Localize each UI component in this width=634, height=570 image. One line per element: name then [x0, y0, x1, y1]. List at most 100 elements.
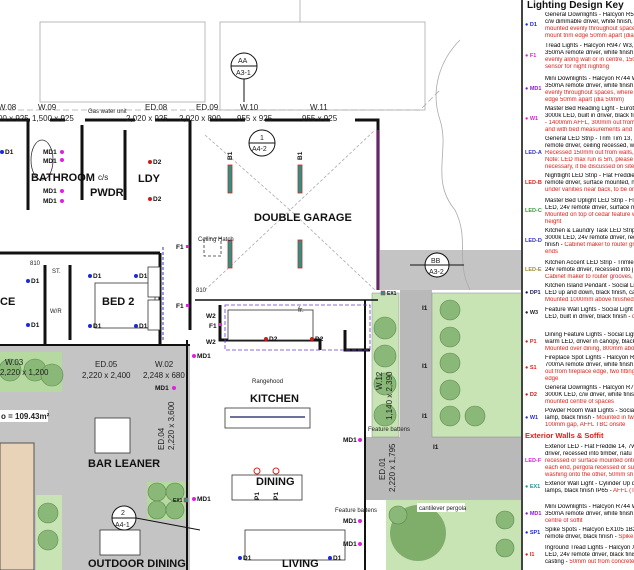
- key-note: Mounted in tw: [596, 415, 634, 421]
- room-bar-leaner: BAR LEANER: [88, 458, 160, 470]
- window-id: W.09: [38, 103, 57, 112]
- key-row: Kitchen Island Pendant - Social Li: [545, 283, 634, 290]
- key-symbol-icon: LED-E: [525, 266, 542, 273]
- key-symbol-icon: ● D1: [525, 22, 537, 28]
- room-double-garage: DOUBLE GARAGE: [254, 212, 352, 224]
- garage-lights: [227, 164, 303, 269]
- key-note: divided evenly on wall, TBC onsit: [632, 314, 634, 320]
- key-note: Mounted 1000mm above finished: [545, 297, 634, 303]
- cantilever-pergola-label: cantilever pergola: [419, 506, 467, 512]
- svg-text:D2: D2: [153, 196, 162, 203]
- area-label-box: [0, 410, 48, 422]
- window-id: ED.05: [95, 360, 118, 369]
- key-row: LED, built in driver, black finish - div…: [545, 314, 634, 321]
- svg-text:AA: AA: [238, 58, 248, 65]
- key-row: Kitchen Accent LED Strip - Trimle: [545, 260, 634, 267]
- key-line: LED up and down, black finish, ca: [545, 290, 634, 296]
- window-size: 955 x 925: [302, 114, 338, 123]
- svg-text:EX1: EX1: [173, 498, 183, 504]
- room-bed-2: BED 2: [102, 296, 134, 308]
- key-line: General Downlights - Halcyon R7: [545, 385, 634, 391]
- key-line: remote driver, surface mounted, n: [545, 180, 634, 186]
- key-symbol-icon: ● D2: [525, 391, 537, 398]
- key-row: remote driver, black finish - Spike: [545, 534, 634, 541]
- key-row: mount trim edge 50mm apart (dia: [545, 33, 634, 40]
- svg-text:W2: W2: [206, 339, 216, 346]
- key-line: Exterior LED - Flat Freddie 14, 7w: [545, 444, 634, 450]
- key-line: LED, 24v remote driver, surface m: [545, 205, 634, 211]
- key-row: Mounted over dining, 800mm abo: [545, 346, 634, 353]
- key-row: necessary, it be discussed on site: [545, 164, 634, 171]
- svg-text:MD1: MD1: [197, 353, 211, 360]
- key-row: 100mm gap, AFFL TBC onsite: [545, 422, 634, 429]
- key-row: lamp, black finish - Mounted in tw: [545, 415, 634, 422]
- key-row: ends: [545, 249, 634, 256]
- key-row: Nightlight LED Strip - Flat Freddie: [545, 173, 634, 180]
- key-line: 3000k LED, built in driver, black fi: [545, 113, 634, 119]
- window-id: ED.09: [196, 103, 219, 112]
- section-marker-1[interactable]: 1 A4-2: [248, 129, 276, 157]
- fixtures-furniture: [30, 139, 346, 561]
- key-line: Feature Wall Lights - Social Light: [545, 307, 633, 313]
- key-line: warm LED, driver in canopy, black: [545, 339, 634, 345]
- gas-water-unit-label: Gas water unit: [88, 109, 127, 115]
- key-row: lamps, black finish IP65 - AFFL (TBC on …: [545, 488, 634, 495]
- svg-text:I1: I1: [422, 305, 428, 312]
- key-symbol-icon: ● F1: [525, 53, 537, 59]
- window-id: ED.01: [378, 457, 387, 480]
- key-line: LED, built in driver, black finish -: [545, 314, 631, 320]
- key-row: warm LED, driver in canopy, black: [545, 339, 634, 346]
- key-note: evenly along wall or in centre, 150: [545, 57, 634, 63]
- key-line: Mini Downlights - Halcyon R744 W: [545, 76, 634, 82]
- room-st: ST.: [52, 269, 61, 275]
- key-note: out from fireplace edge, two fitting: [545, 369, 634, 375]
- key-line: General Downlights - Halcyon R5: [545, 12, 634, 18]
- svg-text:D1: D1: [139, 323, 148, 330]
- window-size: 1,140 x 2,390: [385, 371, 394, 420]
- area-label: o = 109.43m²: [1, 412, 50, 421]
- svg-text:P1: P1: [273, 492, 280, 500]
- key-row: remote driver, ceiling recessed, w: [545, 143, 634, 150]
- key-row: mounted centre of spaces: [545, 399, 634, 406]
- key-line: Spike Spots - Halcyon EX105 1B2: [545, 527, 634, 533]
- key-line: lamps, black finish IP65 -: [545, 488, 612, 494]
- svg-text:MD1: MD1: [43, 198, 57, 205]
- key-row: c/w dimmable driver, white finish,: [545, 19, 634, 26]
- trees: [0, 299, 515, 558]
- key-row: centre of soffit: [545, 518, 634, 525]
- key-note: Mounted over dining, 800mm abo: [545, 346, 634, 352]
- key-line: Master Bed Reading Light - Eurot: [545, 106, 634, 112]
- room-living: LIVING: [282, 558, 319, 570]
- key-note: Cabinet maker to router gr: [564, 242, 634, 248]
- room-outdoor-dining: OUTDOOR DINING: [88, 558, 186, 570]
- feature-battens-label: Feature battens: [335, 508, 377, 514]
- key-row: 350mA remote driver, white finish: [545, 50, 634, 57]
- svg-text:D2: D2: [269, 336, 278, 343]
- key-row: casting - 50mm out from concrete: [545, 559, 634, 566]
- window-size: 2,020 x 800: [179, 114, 221, 123]
- window-id: W.08: [0, 103, 17, 112]
- key-row: Powder Room Wall Lights - Social: [545, 408, 634, 415]
- door-width-label: 810: [30, 261, 41, 267]
- svg-text:F1: F1: [209, 323, 217, 330]
- svg-text:1: 1: [260, 135, 264, 142]
- key-note: mounted centre of spaces: [545, 399, 615, 405]
- section-marker-bb[interactable]: BB A3-2: [410, 252, 464, 278]
- svg-text:D1: D1: [31, 278, 40, 285]
- key-row: 350mA remote driver, white finish: [545, 83, 634, 90]
- key-row: Mini Downlights - Halcyon R744 W: [545, 504, 634, 511]
- svg-text:D1: D1: [139, 273, 148, 280]
- section-marker-2[interactable]: 2 A4-1: [111, 505, 201, 531]
- section-marker-aa[interactable]: AA A3-1: [230, 52, 258, 102]
- key-row: 3000k LED, 24v remote driver, rec: [545, 235, 634, 242]
- room-cs: c/s: [98, 173, 108, 182]
- svg-text:D1: D1: [31, 322, 40, 329]
- svg-text:F1: F1: [176, 303, 184, 310]
- window-labels: W.08 00 x 925 W.09 1,500 x 925 ED.08 2,0…: [0, 103, 397, 492]
- key-note: - 1400mm AFFL, 300mm out from: [545, 120, 634, 126]
